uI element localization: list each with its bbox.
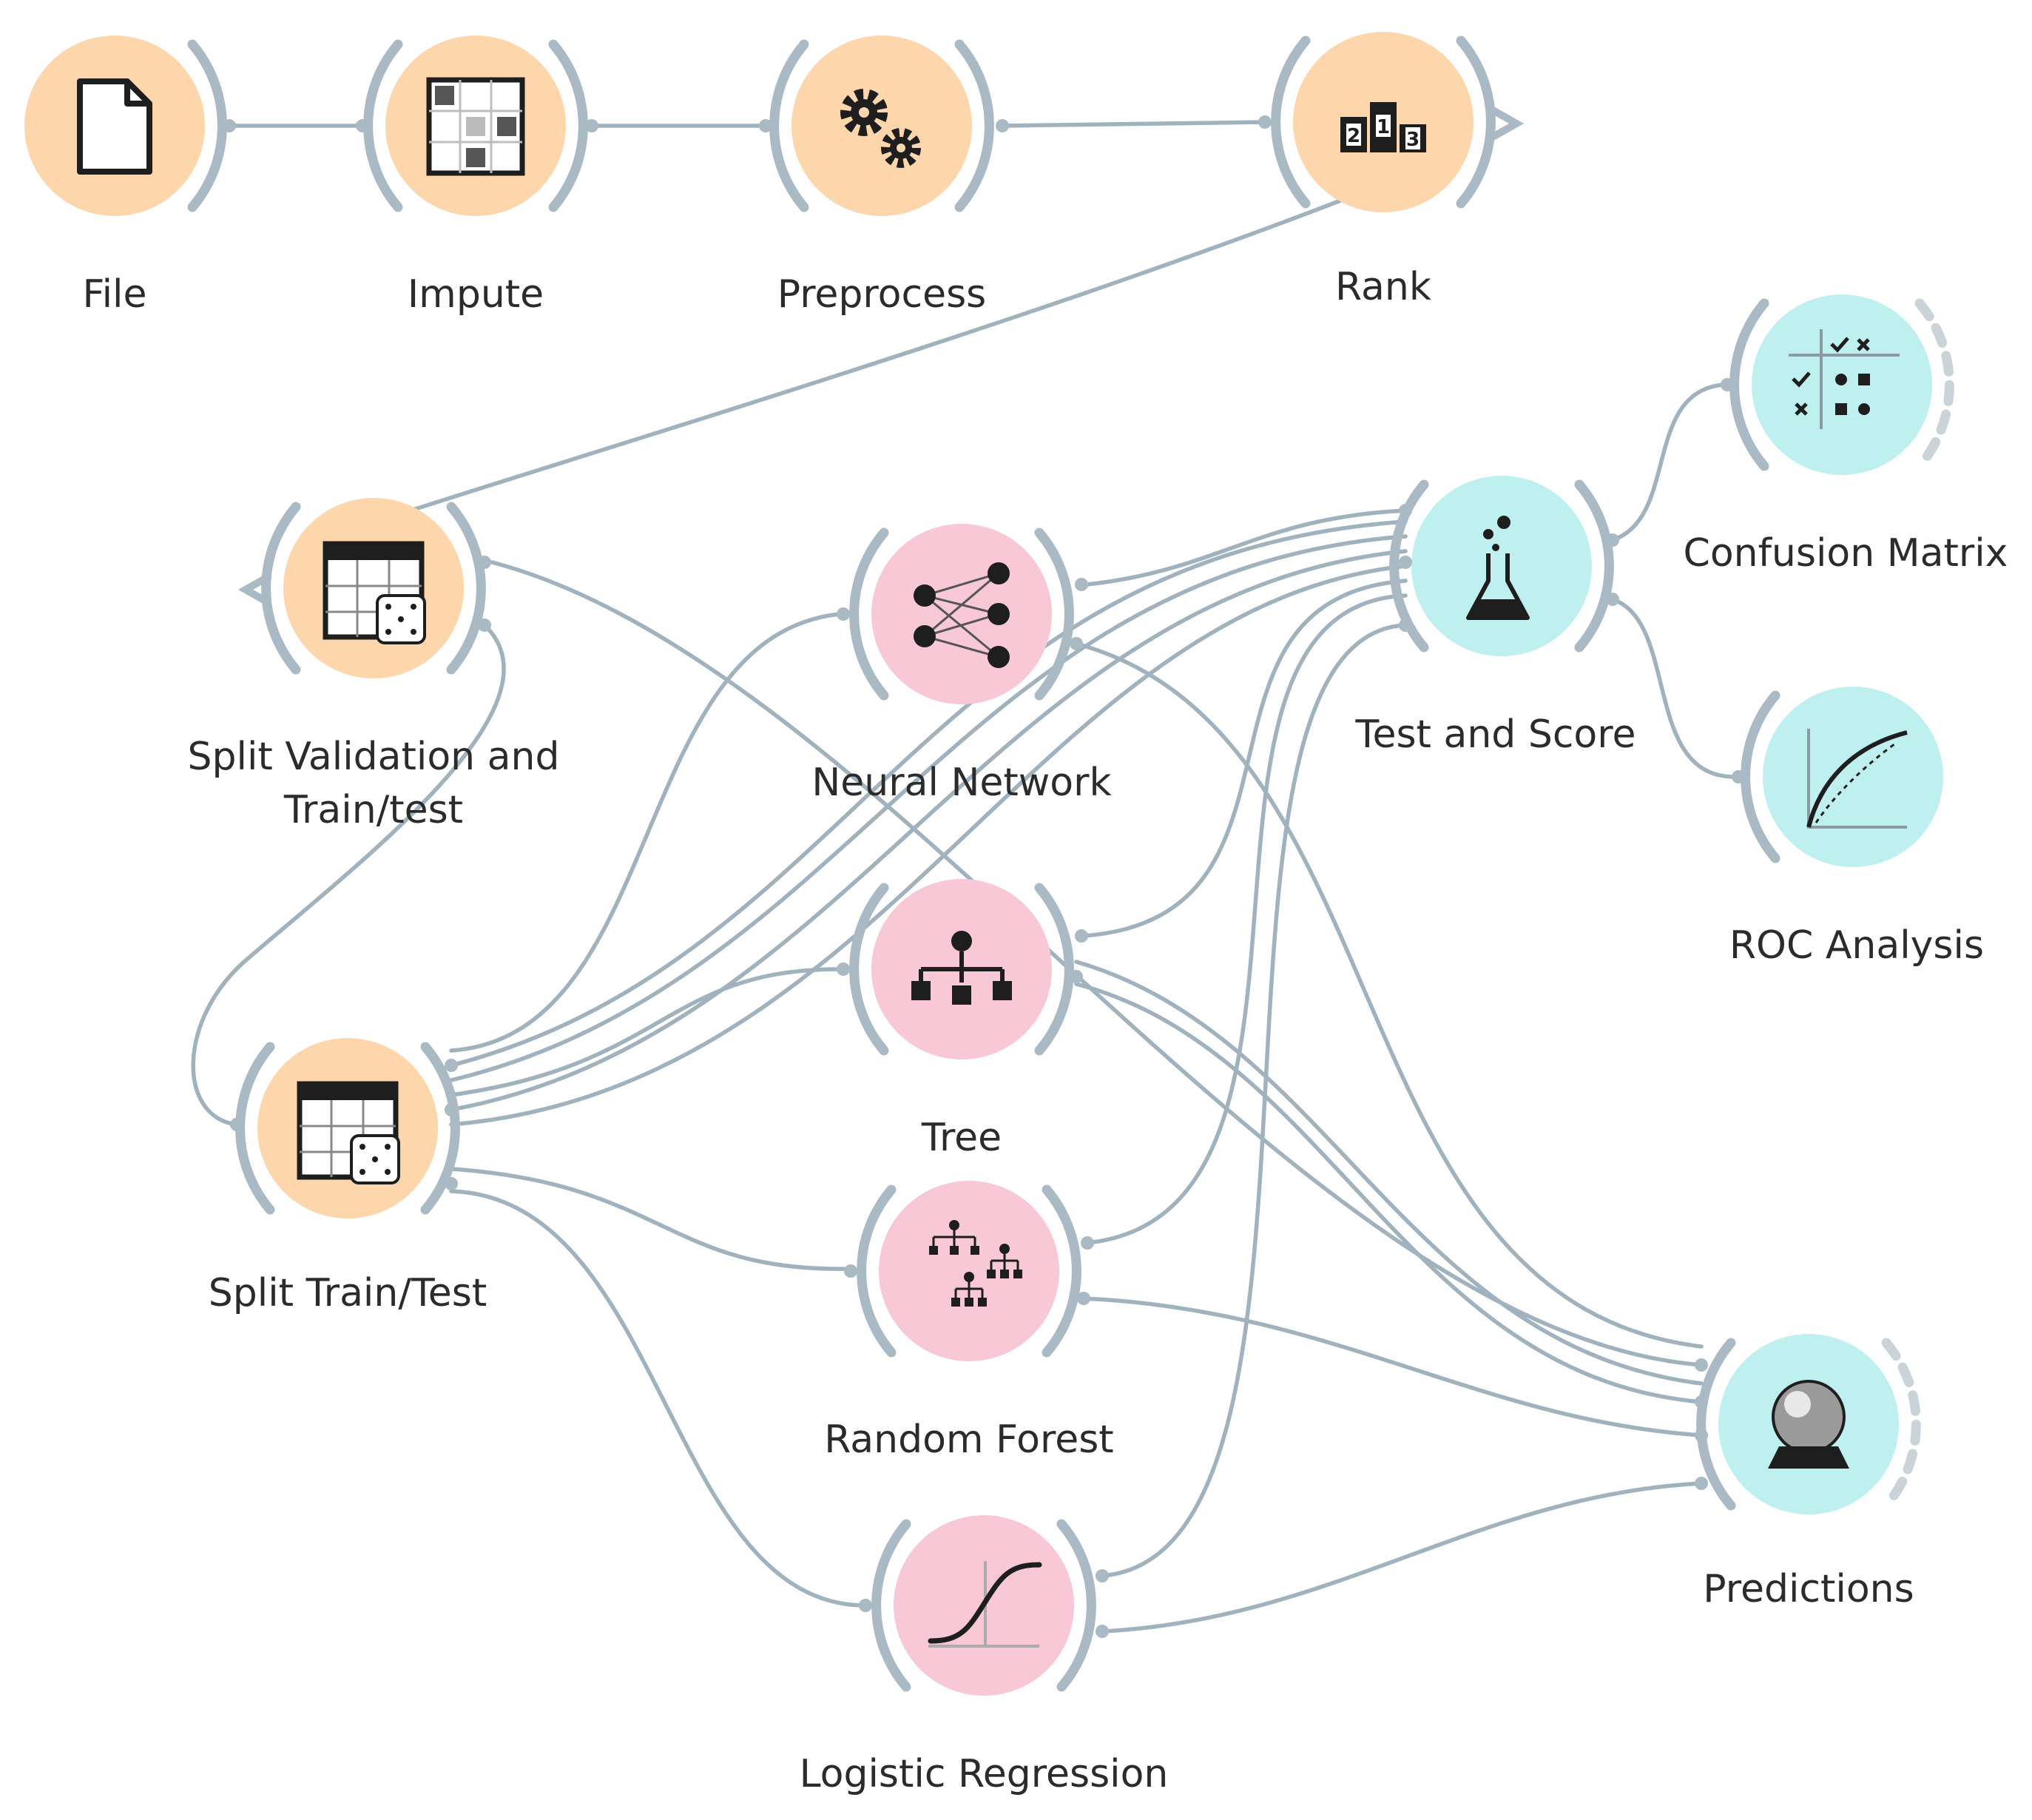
sigmoid-icon bbox=[928, 1561, 1042, 1648]
node-random-forest-label: Random Forest bbox=[824, 1418, 1113, 1462]
tree-icon bbox=[911, 931, 1012, 1005]
node-logistic-regression-label: Logistic Regression bbox=[800, 1752, 1169, 1796]
node-confusion-matrix-label: Confusion Matrix bbox=[1684, 531, 2008, 576]
node-predictions-label: Predictions bbox=[1703, 1567, 1914, 1611]
node-preprocess-label: Preprocess bbox=[777, 272, 987, 317]
node-impute-label: Impute bbox=[408, 272, 544, 317]
flask-icon bbox=[1466, 516, 1530, 620]
node-roc-analysis[interactable]: ROC Analysis bbox=[1729, 687, 1984, 968]
random-forest-icon bbox=[929, 1220, 1022, 1307]
node-test-and-score[interactable]: Test and Score bbox=[1355, 476, 1636, 757]
node-preprocess[interactable]: Preprocess bbox=[759, 36, 1009, 317]
link-stt-random-forest[interactable] bbox=[449, 1167, 853, 1271]
link-rf-test[interactable] bbox=[1085, 593, 1408, 1245]
link-lr-predictions[interactable] bbox=[1100, 1481, 1704, 1634]
link-stt-test-4[interactable] bbox=[449, 564, 1408, 1127]
node-confusion-matrix[interactable]: Confusion Matrix bbox=[1684, 294, 2008, 576]
link-stt-neural-network[interactable] bbox=[449, 612, 842, 1053]
node-file[interactable]: File bbox=[24, 36, 236, 317]
node-file-label: File bbox=[82, 272, 146, 317]
node-split-validation-label-line1: Split Validation and bbox=[188, 735, 560, 779]
data-sampler-icon bbox=[323, 541, 426, 644]
roc-curve-icon bbox=[1806, 729, 1908, 829]
node-tree-label: Tree bbox=[921, 1116, 1002, 1160]
node-test-and-score-label: Test and Score bbox=[1355, 712, 1636, 757]
node-split-train-test[interactable]: Split Train/Test bbox=[209, 1038, 487, 1315]
link-rf-predictions[interactable] bbox=[1081, 1296, 1704, 1438]
link-rank-split-validation[interactable] bbox=[408, 198, 1345, 513]
podium-icon: 2 1 3 bbox=[1340, 102, 1426, 152]
link-stt-test-2[interactable] bbox=[449, 534, 1408, 1082]
node-predictions[interactable]: Predictions bbox=[1695, 1334, 1921, 1611]
node-neural-network[interactable]: Neural Network bbox=[811, 524, 1112, 805]
link-tree-predictions-2[interactable] bbox=[1074, 982, 1704, 1404]
crystal-ball-icon bbox=[1768, 1380, 1849, 1469]
rank-digit-1: 1 bbox=[1377, 116, 1390, 138]
link-split-validation-split-train-test[interactable] bbox=[191, 627, 506, 1127]
link-stt-test-3[interactable] bbox=[449, 549, 1408, 1112]
link-test-confusion-matrix[interactable] bbox=[1610, 382, 1726, 542]
rank-digit-2: 2 bbox=[1347, 125, 1360, 147]
neural-network-icon bbox=[914, 562, 1010, 668]
link-lr-test[interactable] bbox=[1100, 623, 1408, 1578]
link-preprocess-rank[interactable] bbox=[1000, 120, 1267, 128]
confusion-matrix-icon bbox=[1789, 329, 1900, 429]
gears-icon bbox=[840, 89, 921, 168]
node-neural-network-label: Neural Network bbox=[811, 761, 1111, 805]
node-split-validation-label-line2: Train/test bbox=[283, 788, 463, 832]
data-sampler-icon bbox=[297, 1081, 400, 1184]
node-impute[interactable]: Impute bbox=[356, 36, 598, 317]
node-tree[interactable]: Tree bbox=[837, 879, 1088, 1160]
node-logistic-regression[interactable]: Logistic Regression bbox=[800, 1515, 1169, 1796]
link-stt-test-1[interactable] bbox=[449, 519, 1408, 1068]
node-split-validation[interactable]: Split Validation and Train/test bbox=[188, 498, 560, 832]
rank-digit-3: 3 bbox=[1406, 129, 1420, 151]
link-nn-predictions[interactable] bbox=[1074, 641, 1704, 1349]
node-rank-label: Rank bbox=[1335, 265, 1431, 309]
node-rank[interactable]: 2 1 3 Rank bbox=[1258, 32, 1525, 309]
link-tree-predictions-1[interactable] bbox=[1074, 960, 1704, 1386]
node-split-train-test-label: Split Train/Test bbox=[209, 1271, 487, 1315]
file-icon bbox=[77, 78, 152, 175]
links bbox=[191, 120, 1737, 1634]
node-roc-analysis-label: ROC Analysis bbox=[1729, 923, 1984, 968]
node-random-forest[interactable]: Random Forest bbox=[824, 1181, 1114, 1462]
link-stt-tree[interactable] bbox=[449, 967, 842, 1097]
link-nn-test[interactable] bbox=[1085, 508, 1408, 587]
link-stt-logistic-regression[interactable] bbox=[449, 1189, 868, 1608]
link-test-roc[interactable] bbox=[1610, 597, 1737, 779]
link-tree-test[interactable] bbox=[1081, 579, 1408, 938]
impute-icon bbox=[426, 77, 525, 176]
